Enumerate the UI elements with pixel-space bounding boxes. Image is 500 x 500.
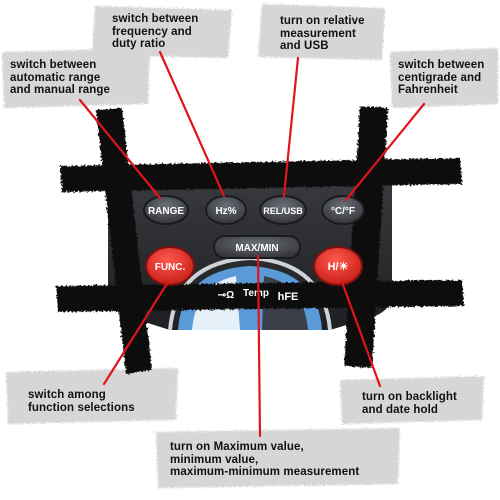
brush-stroke-right <box>344 106 388 368</box>
leader-line-frequency <box>158 50 226 198</box>
paper-patch-maxmin <box>156 428 400 488</box>
callout-maxmin-line-3: maximum-minimum measurement <box>170 466 360 478</box>
paper-patch-frequency <box>92 6 232 58</box>
callout-backlight-line-2: and date hold <box>362 403 439 416</box>
dial-label-temp: Temp <box>243 288 269 299</box>
dial-label-resistance: ⊸Ω <box>218 290 234 301</box>
callout-function: switch among function selections <box>28 389 135 414</box>
paper-patch-temperature <box>390 48 498 108</box>
range-button[interactable]: RANGE <box>143 195 189 225</box>
temperature-button[interactable]: °C/°F <box>321 195 365 225</box>
hold-backlight-button-label: H/☀ <box>328 261 349 273</box>
hz-button[interactable]: Hz% <box>205 195 247 225</box>
paper-patches <box>2 4 498 488</box>
temperature-button-label: °C/°F <box>331 206 355 217</box>
leader-line-backlight <box>340 280 382 388</box>
callout-relative: turn on relative measurement and USB <box>280 15 365 53</box>
brush-stroke-left <box>96 108 152 374</box>
func-button-label: FUNC. <box>155 262 186 273</box>
rel-usb-button-label: REL/USB <box>263 206 303 216</box>
max-min-button[interactable]: MAX/MIN <box>213 235 301 259</box>
paper-patch-range <box>2 48 150 108</box>
leader-line-function <box>102 280 170 386</box>
callout-maxmin-line-2: minimum value, <box>170 453 259 466</box>
paper-patch-function <box>6 368 178 424</box>
rel-usb-button[interactable]: REL/USB <box>259 195 307 225</box>
callout-range-line-3: and manual range <box>10 84 111 96</box>
paper-patch-relative <box>258 4 385 60</box>
callout-temperature-line-3: Fahrenheit <box>398 84 458 96</box>
leader-lines <box>78 50 426 438</box>
callout-function-line-1: switch among <box>28 389 106 401</box>
callout-frequency-line-2: frequency and <box>112 25 192 38</box>
callout-maxmin: turn on Maximum value, minimum value, ma… <box>170 441 359 479</box>
dial-labels: ⊸Ω Temp hFE <box>218 288 299 303</box>
hz-button-label: Hz% <box>215 206 236 217</box>
callout-range-line-1: switch between <box>10 59 97 71</box>
max-min-button-label: MAX/MIN <box>235 243 278 254</box>
leader-line-maxmin <box>256 254 262 438</box>
callout-maxmin-line-1: turn on Maximum value, <box>170 441 304 453</box>
leader-line-temperature <box>344 102 426 202</box>
callout-range: switch between automatic range and manua… <box>10 59 110 97</box>
range-button-label: RANGE <box>148 206 184 217</box>
dial-label-hfe: hFE <box>278 291 299 303</box>
callout-backlight: turn on backlight and date hold <box>362 391 457 416</box>
buttons: RANGE Hz% REL/USB °C/°F FUNC. MAX/MIN <box>143 195 365 286</box>
paper-patch-backlight <box>340 376 484 424</box>
callout-temperature-line-1: switch between <box>398 59 485 71</box>
callout-temperature-line-2: centigrade and <box>398 71 482 84</box>
callout-backlight-line-1: turn on backlight <box>362 391 457 403</box>
hold-backlight-button[interactable]: H/☀ <box>313 246 363 286</box>
leader-line-relative <box>282 56 300 198</box>
callout-function-line-2: function selections <box>28 401 135 414</box>
callout-range-line-2: automatic range <box>10 71 101 84</box>
brush-frame <box>56 106 464 374</box>
leader-line-range <box>78 98 162 200</box>
callout-frequency: switch between frequency and duty ratio <box>112 13 198 51</box>
callout-relative-line-1: turn on relative <box>280 15 365 27</box>
callout-temperature: switch between centigrade and Fahrenheit <box>398 59 484 97</box>
callout-frequency-line-1: switch between <box>112 13 199 25</box>
callout-frequency-line-3: duty ratio <box>112 38 166 50</box>
func-button[interactable]: FUNC. <box>145 246 195 286</box>
callout-relative-line-2: measurement <box>280 27 356 40</box>
callout-relative-line-3: and USB <box>280 40 329 52</box>
